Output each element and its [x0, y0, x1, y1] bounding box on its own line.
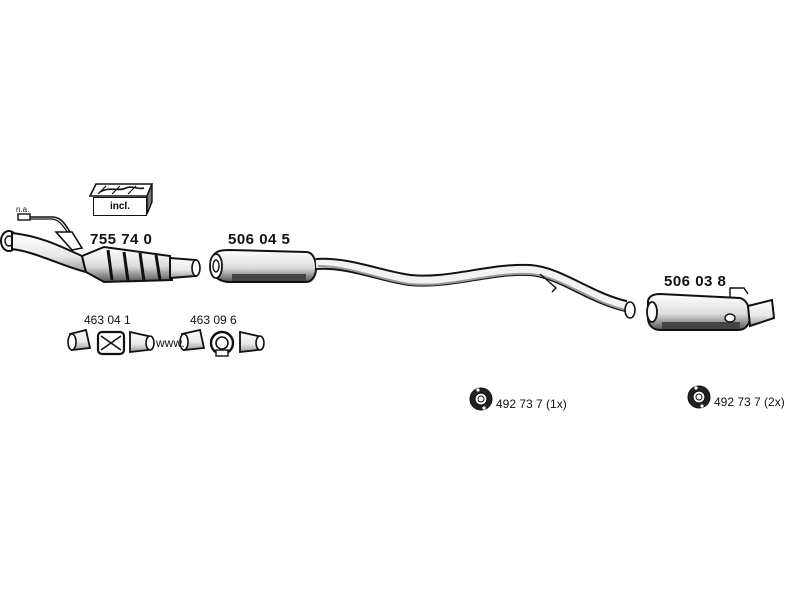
- mount-2-number: 492 73 7 (2x): [714, 395, 785, 409]
- rubber-mount-2-icon: [687, 385, 711, 409]
- clamp-set-1-icon: [67, 328, 155, 356]
- oxygen-sensor: [17, 213, 71, 234]
- middle-silencer: [209, 248, 318, 283]
- clamp-set-2-icon: [179, 328, 265, 357]
- rear-silencer-number: 506 03 8: [664, 273, 727, 290]
- oxygen-sensor-label: n.a.: [16, 205, 30, 214]
- incl-label: incl.: [93, 197, 147, 216]
- catalytic-converter: [80, 245, 201, 284]
- mount-1-number: 492 73 7 (1x): [496, 397, 567, 411]
- clamp-set-2-number: 463 09 6: [190, 313, 237, 327]
- intermediate-pipe: [315, 257, 636, 319]
- rubber-mount-1-icon: [469, 387, 493, 411]
- middle-silencer-number: 506 04 5: [228, 231, 291, 248]
- catalytic-converter-number: 755 74 0: [90, 231, 153, 248]
- rear-silencer: [646, 287, 776, 331]
- clamp-set-1-number: 463 04 1: [84, 313, 131, 327]
- heat-shield-box-icon: [88, 183, 154, 215]
- clamp-connector-label: www.: [156, 336, 185, 350]
- front-pipe: [0, 230, 88, 274]
